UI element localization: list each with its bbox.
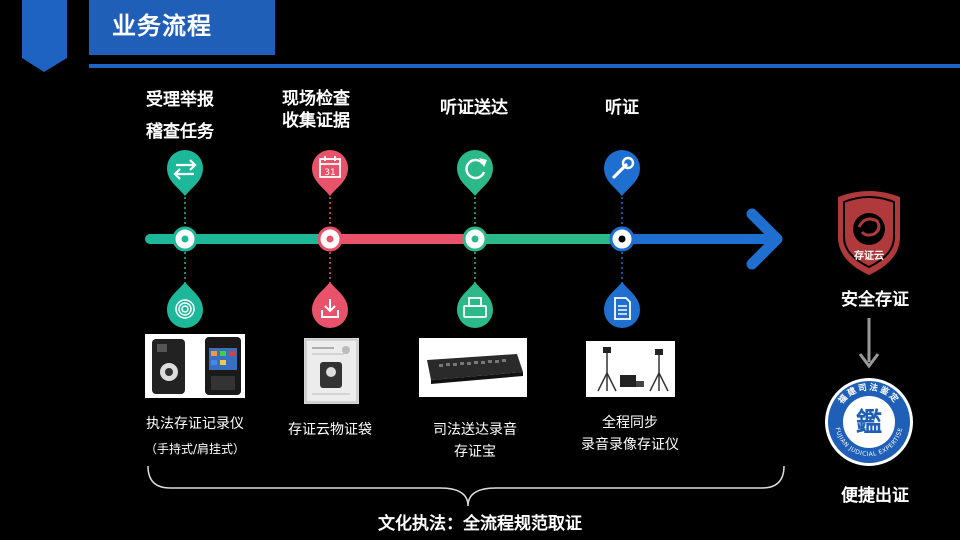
convenient-evidence-label: 便捷出证 (841, 486, 909, 506)
document-icon (604, 282, 640, 328)
step-3-label: 听证送达 (440, 98, 508, 118)
step-4-label: 听证 (605, 98, 639, 118)
svg-text:鑑: 鑑 (856, 407, 882, 438)
fingerprint-icon (167, 282, 203, 328)
rack-recorder-image (419, 338, 527, 397)
timeline-node-1 (172, 226, 198, 252)
step-1-subcaption: （手持式/肩挂式） (144, 442, 246, 456)
evidence-bag-image (304, 338, 359, 404)
process-bracket (147, 465, 785, 507)
wrench-icon (604, 150, 640, 196)
judicial-seal-logo: 福建司法鉴定 FUJIAN JUDICIAL EXPERTISE 鑑 (825, 378, 913, 466)
printer-icon (457, 282, 493, 328)
step-4-caption: 全程同步 录音录像存证仪 (581, 415, 679, 453)
title-box (89, 0, 275, 55)
calendar-icon: 31 (312, 150, 348, 196)
body-camera-image (145, 334, 245, 398)
page-title: 业务流程 (112, 12, 212, 40)
cloud-shield-logo: 存证云 (838, 191, 900, 275)
timeline-node-2 (317, 226, 343, 252)
secure-storage-label: 安全存证 (841, 290, 909, 310)
download-icon (312, 282, 348, 328)
down-arrow-icon (858, 318, 880, 369)
timeline-node-4 (609, 226, 635, 252)
tripod-recorder-image (586, 341, 675, 397)
step-3-caption: 司法送达录音 存证宝 (433, 422, 517, 460)
title-underline (89, 64, 960, 68)
timeline-arrowhead (746, 208, 783, 270)
step-1-caption: 执法存证记录仪 (146, 416, 244, 432)
header-tab-marker (22, 0, 67, 72)
refresh-icon (457, 150, 493, 196)
timeline-node-3 (462, 226, 488, 252)
timeline-diagram: 31 (145, 150, 783, 328)
bottom-summary: 文化执法：全流程规范取证 (378, 514, 582, 534)
step-1-label: 受理举报 稽查任务 (146, 90, 214, 142)
svg-text:31: 31 (324, 168, 335, 178)
step-2-caption: 存证云物证袋 (288, 422, 372, 438)
step-2-label: 现场检查 收集证据 (282, 89, 350, 131)
svg-text:存证云: 存证云 (854, 249, 884, 262)
swap-arrows-icon (167, 150, 203, 196)
